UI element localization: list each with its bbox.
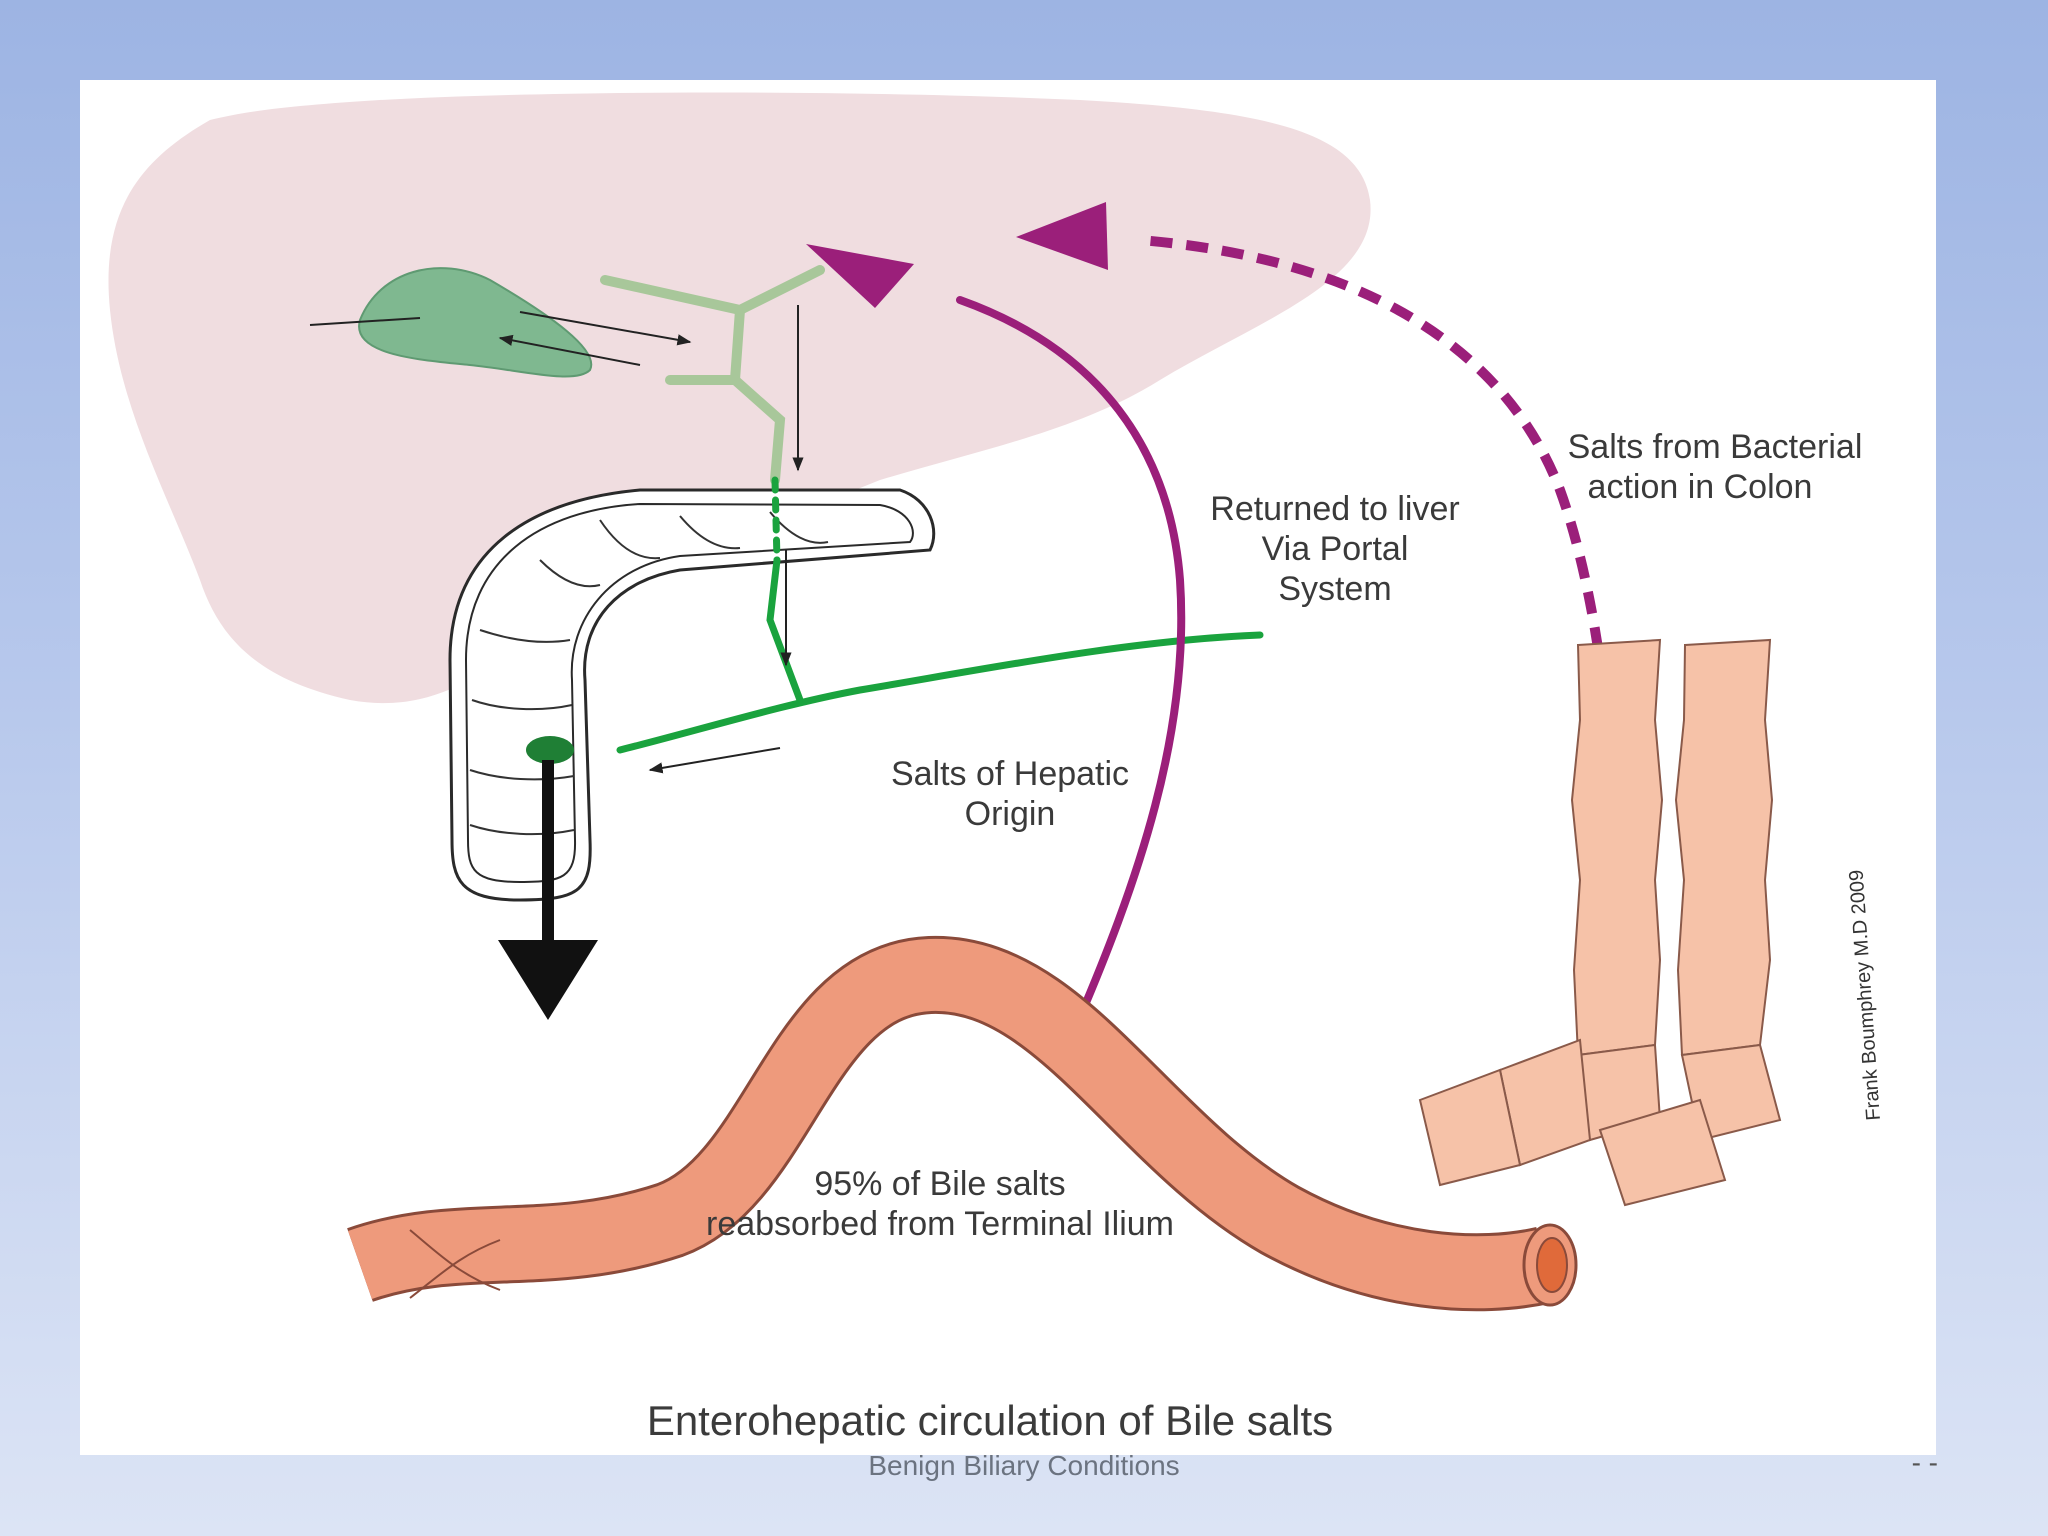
enterohepatic-diagram: Returned to liver Via Portal System Salt… <box>108 92 1885 1444</box>
label-returned-line2: Via Portal <box>1262 530 1409 568</box>
cystic-arrow-out <box>498 334 641 366</box>
portal-return-arrow <box>956 296 1186 1044</box>
label-bacterial-line2: action in Colon <box>1588 468 1813 506</box>
hepatic-salts-arrow <box>648 747 781 774</box>
label-hepatic-line2: Origin <box>965 795 1056 833</box>
ileum-fill <box>348 938 1554 1309</box>
gallbladder <box>358 267 593 378</box>
footer-title: Benign Biliary Conditions <box>868 1450 1180 1481</box>
slide-frame: Returned to liver Via Portal System Salt… <box>80 80 1936 1455</box>
label-returned-line3: System <box>1278 570 1391 608</box>
hepatic-salts-line <box>616 631 1264 754</box>
bacterial-return-arrowhead <box>1016 202 1108 270</box>
cystic-arrow-in <box>519 311 692 346</box>
label-bacterial-line1: Salts from Bacterial <box>1568 428 1863 466</box>
label-hepatic-line1: Salts of Hepatic <box>891 755 1129 793</box>
bile-ducts <box>600 265 825 485</box>
portal-return-arrowhead <box>806 244 914 308</box>
label-reabsorbed-line2: reabsorbed from Terminal Ilium <box>706 1205 1174 1243</box>
common-bile-duct <box>766 476 804 704</box>
cystic-arrow-left <box>309 317 421 326</box>
label-reabsorbed-line1: 95% of Bile salts <box>814 1165 1065 1203</box>
ileum-lumen <box>1536 1237 1568 1293</box>
colon <box>1418 638 1782 1207</box>
ileum-valve <box>409 1229 501 1299</box>
diagram-caption: Enterohepatic circulation of Bile salts <box>647 1397 1333 1444</box>
label-returned-line1: Returned to liver <box>1210 490 1459 528</box>
excretion-arrow-head <box>498 940 598 1020</box>
duodenum <box>448 488 936 902</box>
ampulla-dot <box>526 736 574 764</box>
artist-signature: Frank Boumphrey M.D 2009 <box>1846 869 1885 1121</box>
page-number: - - <box>1911 1447 1938 1478</box>
